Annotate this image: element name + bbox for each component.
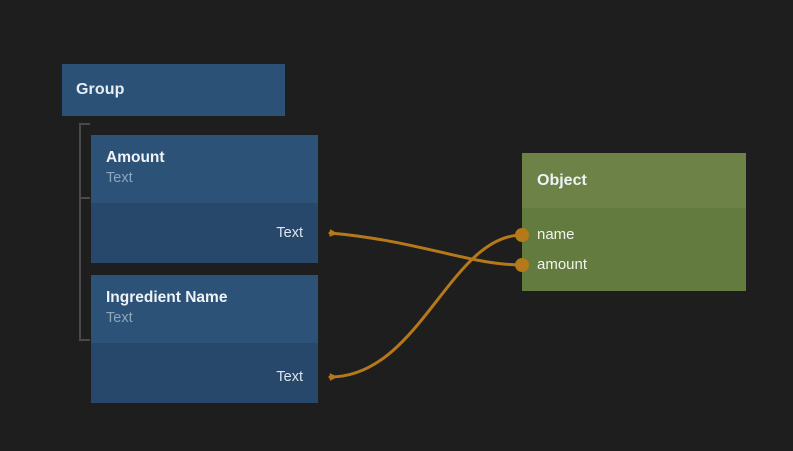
field-node-amount-name: Amount <box>106 149 165 166</box>
object-node-port-name[interactable]: name <box>522 223 746 247</box>
object-node-port-name-label: name <box>537 226 575 243</box>
group-node[interactable]: Group <box>62 64 285 116</box>
object-node-title: Object <box>537 172 587 189</box>
object-node-header: Object <box>522 153 746 208</box>
field-node-ingredient-name[interactable]: Ingredient Name Text Text <box>91 275 318 403</box>
field-node-amount-port[interactable]: Text <box>91 220 318 246</box>
field-node-amount[interactable]: Amount Text Text <box>91 135 318 263</box>
field-node-ingredient-name-header: Ingredient Name Text <box>91 275 318 343</box>
field-node-ingredient-name-port[interactable]: Text <box>91 364 318 390</box>
field-node-ingredient-name-type: Text <box>106 310 133 326</box>
object-node[interactable]: Object name amount <box>522 153 746 291</box>
field-node-ingredient-name-port-label: Text <box>276 369 303 385</box>
field-node-ingredient-name-name: Ingredient Name <box>106 289 228 306</box>
group-node-title: Group <box>76 81 125 98</box>
field-node-amount-header: Amount Text <box>91 135 318 203</box>
field-node-amount-port-label: Text <box>276 225 303 241</box>
object-node-port-amount-dot[interactable] <box>515 258 529 272</box>
object-node-port-name-dot[interactable] <box>515 228 529 242</box>
object-node-port-amount-label: amount <box>537 256 588 273</box>
field-node-amount-type: Text <box>106 170 133 186</box>
object-node-port-amount[interactable]: amount <box>522 253 746 277</box>
